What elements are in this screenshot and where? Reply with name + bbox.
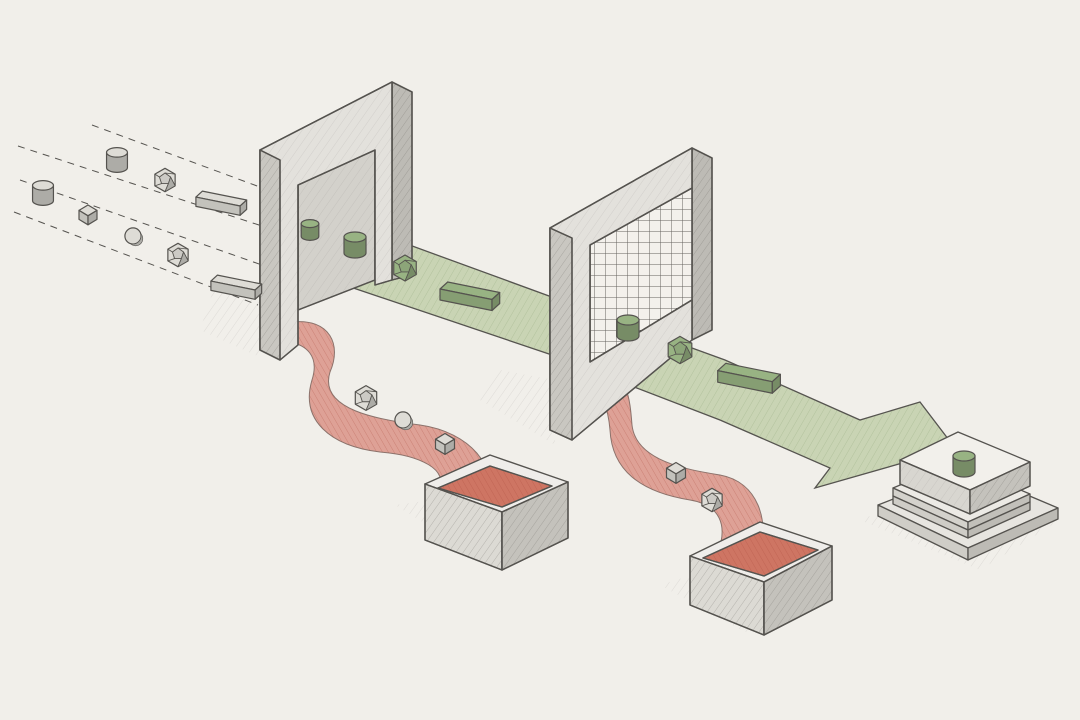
polyhedron-icon	[154, 167, 176, 193]
cylinder-icon	[105, 147, 129, 173]
reject-bin-1	[424, 454, 569, 571]
polyhedron-icon	[667, 335, 693, 365]
cylinder-icon	[31, 180, 55, 206]
cube-icon	[434, 432, 456, 455]
sphere-icon	[394, 411, 414, 431]
bar-icon	[195, 190, 248, 216]
bar-icon	[210, 274, 263, 300]
polyhedron-icon	[393, 254, 417, 282]
sphere-icon	[124, 227, 144, 247]
bar-icon	[439, 281, 501, 312]
cube-icon	[665, 461, 687, 484]
polyhedron-icon	[167, 242, 189, 268]
polyhedron-icon	[354, 385, 378, 411]
reject-bin-2	[689, 521, 833, 636]
bar-icon	[717, 362, 781, 394]
cylinder-icon	[343, 231, 367, 259]
cylinder-icon	[300, 219, 320, 241]
polyhedron-icon	[701, 487, 723, 513]
gate-2	[549, 147, 713, 441]
cylinder-icon	[616, 314, 640, 342]
pipeline-objects	[31, 147, 976, 513]
cylinder-icon	[952, 450, 976, 478]
output-stack	[877, 431, 1059, 561]
incoming-lanes	[13, 124, 269, 306]
cube-icon	[78, 204, 98, 226]
gate-1	[259, 81, 413, 361]
